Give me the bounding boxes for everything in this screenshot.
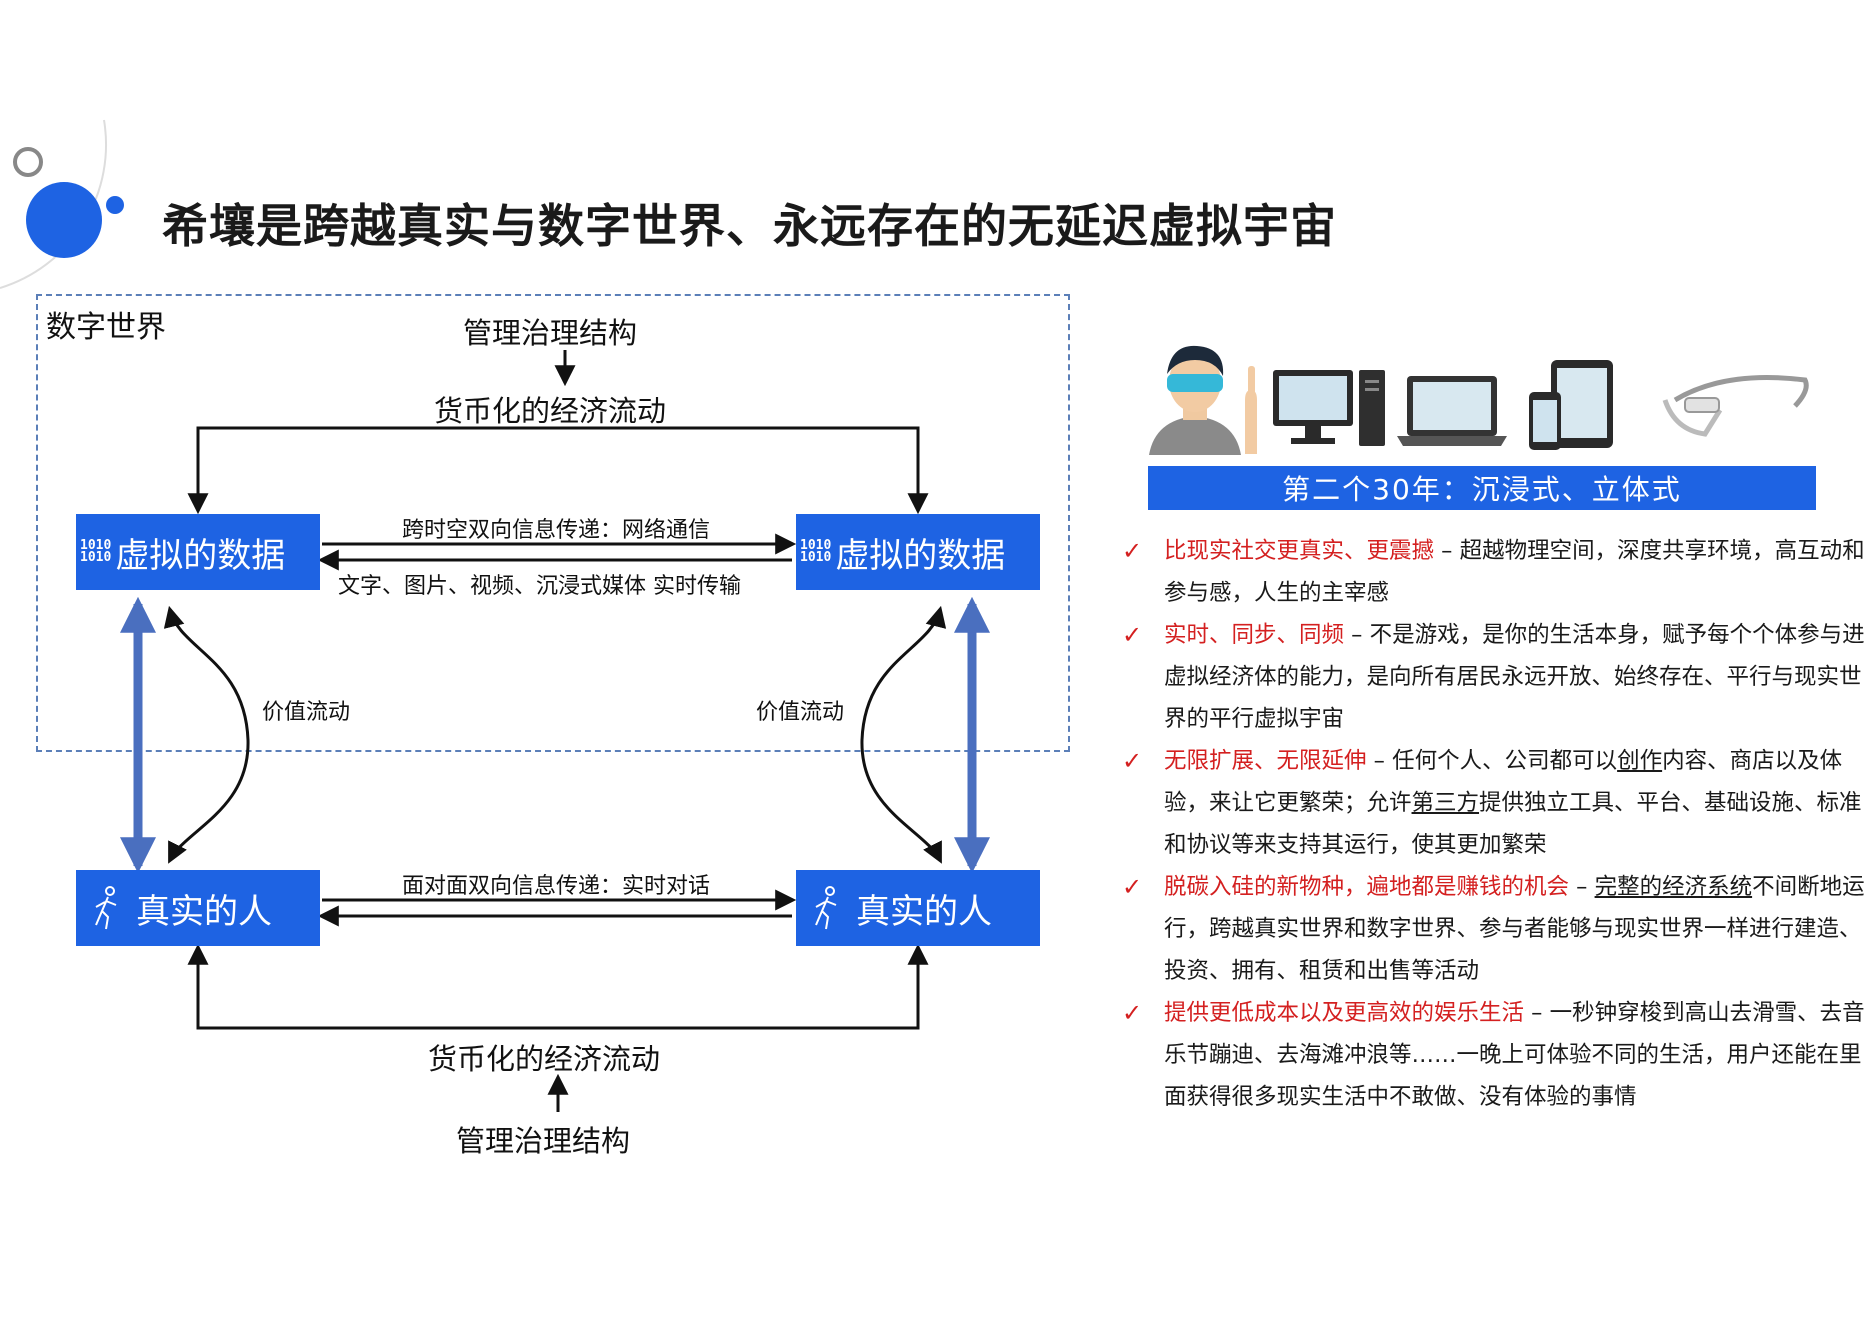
check-icon: ✓: [1122, 747, 1143, 775]
diagram-connectors: [120, 350, 990, 1112]
check-icon: ✓: [1122, 873, 1143, 901]
list-item: ✓ 比现实社交更真实、更震撼 – 超越物理空间，深度共享环境，高互动和参与感，人…: [1116, 530, 1866, 614]
bullet-text: 任何个人、公司都可以: [1392, 748, 1618, 774]
bullet-separator: –: [1434, 538, 1460, 564]
list-item: ✓ 脱碳入硅的新物种，遍地都是赚钱的机会 – 完整的经济系统不间断地运行，跨越真…: [1116, 866, 1866, 992]
vr-person-icon: [1149, 345, 1257, 455]
bottom-economic-loop: [187, 943, 929, 1030]
person-walking-icon: [95, 886, 117, 930]
check-icon: ✓: [1122, 537, 1143, 565]
bullet-heading: 提供更低成本以及更高效的娱乐生活: [1164, 1000, 1525, 1026]
virtual-channel-bottom-label: 文字、图片、视频、沉浸式媒体 实时传输: [338, 574, 741, 599]
blue-dots-logo-icon: [26, 182, 102, 258]
list-item: ✓ 无限扩展、无限延伸 – 任何个人、公司都可以创作内容、商店以及体验，来让它更…: [1116, 740, 1866, 866]
left-value-flow-curve: [163, 605, 250, 864]
bullet-text: 提供独立工具、平台、基础设施、标准和协议等来支持其运行，使其更加繁荣: [1164, 790, 1862, 858]
real-person-node-left: 真实的人: [76, 870, 320, 946]
virtual-data-right-label: 虚拟的数据: [835, 535, 1006, 576]
real-person-left-label: 真实的人: [136, 891, 272, 932]
bottom-economic-flow-label: 货币化的经济流动: [428, 1042, 661, 1076]
bullet-separator: –: [1366, 748, 1393, 774]
real-person-right-label: 真实的人: [856, 891, 992, 932]
bottom-governance-label: 管理治理结构: [456, 1124, 631, 1158]
value-flow-right-label: 价值流动: [756, 700, 845, 725]
value-flow-left-label: 价值流动: [262, 700, 351, 725]
top-governance-label: 管理治理结构: [463, 316, 638, 350]
bullet-text: 不间断地运行，跨越真实世界和数字世界、参与者能够与现实世界一样进行建造、投资、拥…: [1164, 874, 1865, 984]
bullet-heading: 实时、同步、同频: [1164, 622, 1345, 648]
digital-world-label: 数字世界: [46, 310, 166, 345]
bullet-text: 超越物理空间，深度共享环境，高互动和参与感，人生的主宰感: [1164, 538, 1865, 606]
laptop-icon: [1397, 376, 1507, 446]
bullet-heading: 比现实社交更真实、更震撼: [1164, 538, 1435, 564]
bullet-text: 不是游戏，是你的生活本身，赋予每个个体参与进虚拟经济体的能力，是向所有居民永远开…: [1164, 622, 1865, 732]
desktop-computer-icon: [1273, 370, 1385, 446]
corner-decoration: [0, 119, 124, 289]
bullet-separator: –: [1569, 874, 1595, 900]
bullet-heading: 脱碳入硅的新物种，遍地都是赚钱的机会: [1164, 874, 1570, 900]
bullet-heading: 无限扩展、无限延伸: [1164, 748, 1367, 774]
page-title: 希壤是跨越真实与数字世界、永远存在的无延迟虚拟宇宙: [162, 199, 1337, 253]
right-value-flow-curve: [860, 605, 947, 864]
top-economic-flow-label: 货币化的经济流动: [434, 394, 667, 428]
feature-bullet-list: ✓ 比现实社交更真实、更震撼 – 超越物理空间，深度共享环境，高互动和参与感，人…: [1116, 530, 1866, 1118]
circle-outline-icon: [13, 147, 43, 177]
list-item: ✓ 实时、同步、同频 – 不是游戏，是你的生活本身，赋予每个个体参与进虚拟经济体…: [1116, 614, 1866, 740]
bullet-text: 内容、商店以及体验，来让它更繁荣；允许: [1164, 748, 1843, 816]
second-30-years-banner: 第二个30年：沉浸式、立体式: [1148, 466, 1816, 510]
smart-glasses-icon: [1662, 375, 1809, 437]
real-person-node-right: 真实的人: [796, 870, 1040, 946]
tablet-phone-icon: [1529, 360, 1613, 450]
bullet-separator: –: [1344, 622, 1370, 648]
blue-small-dot-icon: [106, 196, 124, 214]
person-walking-icon: [815, 886, 837, 930]
bullet-underlined-text: 第三方: [1411, 790, 1480, 816]
bullet-underlined-text: 完整的经济系统: [1594, 874, 1753, 900]
bullet-underlined-text: 创作: [1617, 748, 1663, 774]
bullet-separator: –: [1524, 1000, 1550, 1026]
top-economic-loop: [187, 426, 929, 515]
digital-world-frame: [36, 294, 1070, 752]
check-icon: ✓: [1122, 999, 1143, 1027]
virtual-channel-top-label: 跨时空双向信息传递：网络通信: [402, 518, 711, 543]
list-item: ✓ 提供更低成本以及更高效的娱乐生活 – 一秒钟穿梭到高山去滑雪、去音乐节蹦迪、…: [1116, 992, 1866, 1118]
check-icon: ✓: [1122, 621, 1143, 649]
virtual-data-left-label: 虚拟的数据: [115, 535, 286, 576]
devices-illustration: [1149, 345, 1809, 455]
bullet-text: 一秒钟穿梭到高山去滑雪、去音乐节蹦迪、去海滩冲浪等……一晚上可体验不同的生活，用…: [1164, 1000, 1865, 1110]
real-channel-label: 面对面双向信息传递：实时对话: [402, 874, 711, 899]
